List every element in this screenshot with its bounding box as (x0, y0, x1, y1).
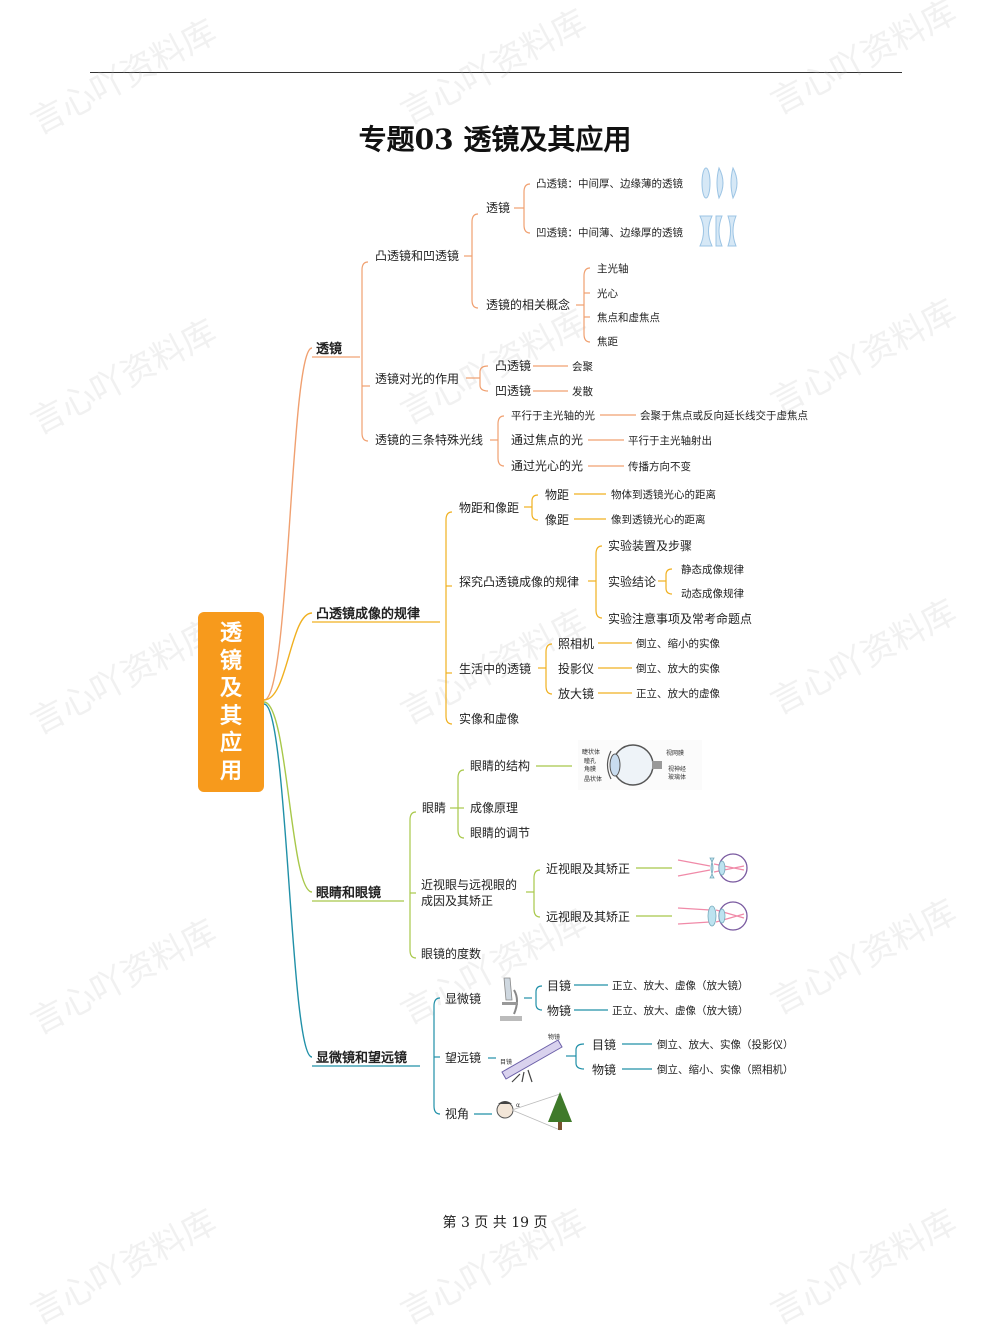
root-char: 透 (198, 620, 264, 648)
root-char: 及 (198, 675, 264, 703)
eye-label: 瞳孔 (584, 757, 596, 765)
concepts-node: 透镜的相关概念 (486, 297, 570, 312)
vision-label-1: 近视眼与远视眼的 (421, 877, 517, 892)
root-char: 镜 (198, 648, 264, 676)
eye-label: 玻璃体 (668, 773, 686, 781)
exp-notes: 实验注意事项及常考命题点 (608, 611, 752, 626)
lens-node: 透镜 (486, 200, 510, 215)
object-distance: 物距 (545, 488, 569, 502)
visual-angle-node: 视角 (445, 1106, 469, 1121)
eye-structure: 眼睛的结构 (470, 758, 530, 773)
eye-adjust: 眼睛的调节 (470, 825, 530, 840)
image-distance-def: 像到透镜光心的距离 (611, 513, 706, 526)
image-distance: 像距 (545, 513, 569, 527)
convex-lens-node: 凸透镜 (495, 358, 531, 373)
sub-real-virtual: 实像和虚像 (459, 711, 519, 726)
root-char: 用 (198, 758, 264, 786)
telescope-figure: 物镜 目镜 (500, 1033, 562, 1082)
projector: 投影仪 (558, 661, 594, 676)
diverge-text: 发散 (572, 385, 593, 398)
concept-item: 主光轴 (597, 262, 629, 275)
static-rule: 静态成像规律 (681, 563, 744, 576)
eye-label: 视神经 (668, 765, 686, 773)
sub-distance: 物距和像距 (459, 501, 519, 515)
microscope-eyepiece-image: 正立、放大、虚像（放大镜） (612, 979, 749, 992)
hyperopia-figure (678, 902, 747, 930)
convex-lens-icons (702, 168, 737, 198)
telescope-objective-image: 倒立、缩小、实像（照相机） (657, 1063, 794, 1076)
concept-item: 焦距 (597, 335, 618, 348)
converge-text: 会聚 (572, 360, 593, 373)
concave-def: 凹透镜：中间薄、边缘厚的透镜 (536, 226, 683, 239)
telescope-objective-tag: 物镜 (548, 1033, 560, 1041)
myopia-figure (678, 854, 747, 882)
ray-out: 会聚于焦点或反向延长线交于虚焦点 (640, 409, 808, 422)
telescope-eyepiece: 目镜 (592, 1037, 616, 1052)
microscope-objective-image: 正立、放大、虚像（放大镜） (612, 1004, 749, 1017)
microscope-eyepiece: 目镜 (547, 978, 571, 993)
eye-label: 晶状体 (584, 775, 602, 783)
microscope-figure (500, 978, 522, 1021)
branch-1-label: 透镜 (316, 341, 342, 357)
page-footer: 第 3 页 共 19 页 (0, 1212, 990, 1232)
microscope-node: 显微镜 (445, 991, 481, 1006)
eye-label: 视网膜 (666, 749, 684, 757)
sub-explore: 探究凸透镜成像的规律 (459, 574, 579, 589)
branch-3-label: 眼睛和眼镜 (316, 885, 381, 901)
sub-light-effect: 透镜对光的作用 (375, 371, 459, 386)
exp-conclusion: 实验结论 (608, 574, 656, 589)
sub-special-rays: 透镜的三条特殊光线 (375, 432, 483, 447)
eye-label: 睫状体 (582, 748, 600, 756)
ray-in: 通过光心的光 (511, 458, 583, 473)
ray-in: 通过焦点的光 (511, 432, 583, 447)
eye-label: 角膜 (584, 765, 596, 773)
eye-structure-figure: 睫状体 瞳孔 角膜 晶状体 视网膜 视神经 玻璃体 (578, 740, 702, 790)
concave-lens-icons (700, 216, 736, 246)
sub-convex-concave: 凸透镜和凹透镜 (375, 248, 459, 263)
root-label: 透 镜 及 其 应 用 (198, 620, 264, 785)
microscope-objective: 物镜 (547, 1003, 571, 1018)
camera-image: 倒立、缩小的实像 (636, 637, 720, 650)
concave-lens-node: 凹透镜 (495, 383, 531, 398)
vision-label-2: 成因及其矫正 (421, 893, 493, 908)
branch-4-label: 显微镜和望远镜 (316, 1050, 407, 1066)
concept-item: 焦点和虚焦点 (597, 311, 660, 324)
magnifier: 放大镜 (558, 686, 594, 701)
eye-principle: 成像原理 (470, 801, 518, 815)
magnifier-image: 正立、放大的虚像 (636, 687, 720, 700)
branch-2-label: 凸透镜成像的规律 (316, 606, 420, 622)
root-char: 应 (198, 730, 264, 758)
telescope-eyepiece-tag: 目镜 (500, 1058, 512, 1066)
visual-angle-figure: α (497, 1092, 572, 1130)
root-char: 其 (198, 703, 264, 731)
telescope-node: 望远镜 (445, 1050, 481, 1065)
dynamic-rule: 动态成像规律 (681, 587, 744, 600)
hyperopia: 远视眼及其矫正 (546, 909, 630, 924)
ray-out: 传播方向不变 (628, 460, 691, 473)
myopia: 近视眼及其矫正 (546, 861, 630, 876)
ray-in: 平行于主光轴的光 (511, 409, 595, 422)
telescope-objective: 物镜 (592, 1062, 616, 1077)
eye-node: 眼睛 (422, 801, 446, 815)
glasses-degree: 眼镜的度数 (421, 946, 481, 961)
convex-def: 凸透镜：中间厚、边缘薄的透镜 (536, 177, 683, 190)
camera: 照相机 (558, 637, 594, 651)
ray-out: 平行于主光轴射出 (628, 434, 712, 447)
exp-setup: 实验装置及步骤 (608, 538, 692, 553)
object-distance-def: 物体到透镜光心的距离 (611, 488, 716, 501)
concept-item: 光心 (597, 287, 618, 300)
alpha-label: α (516, 1102, 520, 1109)
telescope-eyepiece-image: 倒立、放大、实像（投影仪） (657, 1038, 794, 1051)
projector-image: 倒立、放大的实像 (636, 662, 720, 675)
sub-life-lenses: 生活中的透镜 (459, 661, 531, 676)
